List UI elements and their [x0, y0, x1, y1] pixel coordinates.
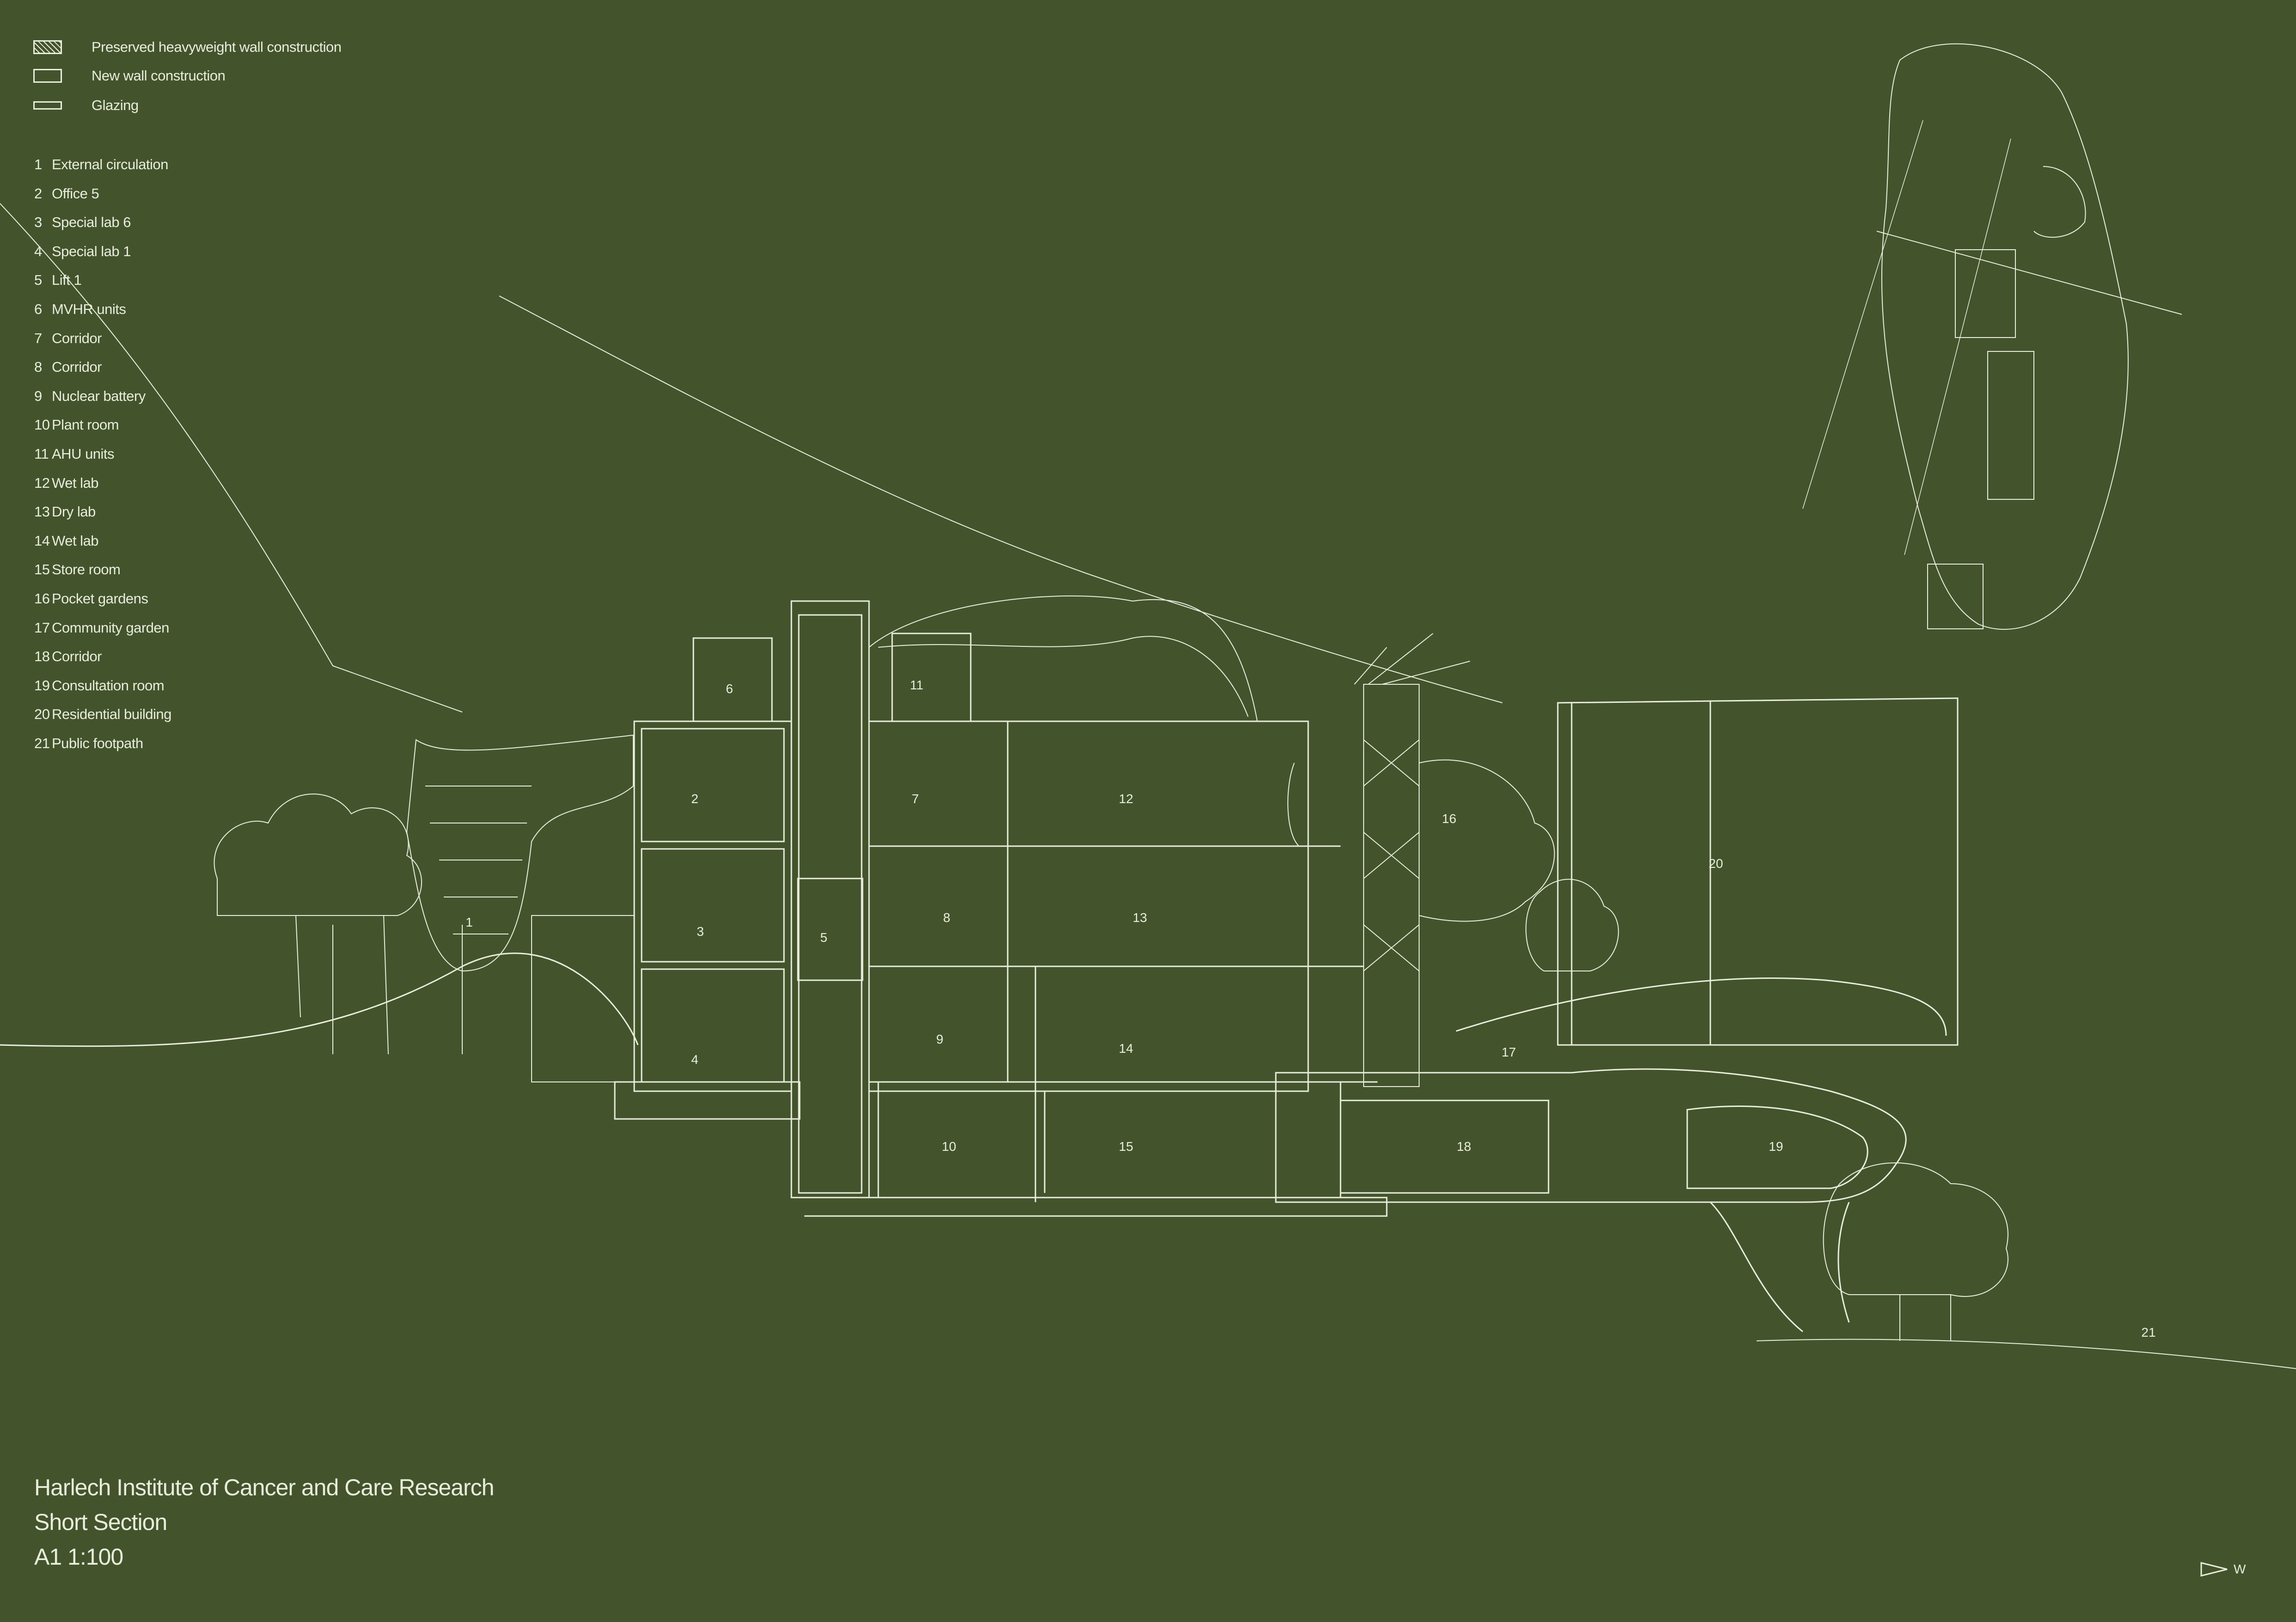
legend-key-label: Preserved heavyweight wall construction: [92, 39, 342, 55]
orientation-label: W: [2234, 1562, 2246, 1576]
drawing-title: Short Section: [34, 1509, 167, 1535]
legend-key-new-wall: New wall construction: [33, 68, 226, 84]
room-tag: 7: [912, 792, 919, 806]
room-tag: 13: [1133, 910, 1147, 925]
project-title: Harlech Institute of Cancer and Care Res…: [34, 1475, 494, 1500]
room-tag: 14: [1119, 1041, 1133, 1056]
room-tag: 12: [1119, 792, 1133, 806]
hatch-swatch: [33, 40, 62, 54]
orientation-arrow-icon: [2200, 1562, 2228, 1577]
legend-key-preserved-wall: Preserved heavyweight wall construction: [33, 39, 342, 55]
legend-key-label: Glazing: [92, 97, 139, 113]
glaze-swatch: [33, 101, 62, 110]
room-tag: 1: [465, 915, 473, 929]
site-line-lower: [0, 203, 463, 713]
building-west-block: [531, 720, 801, 1120]
room-tag: 16: [1442, 811, 1457, 826]
ground-line: [0, 952, 639, 1047]
legend-key-label: New wall construction: [92, 68, 226, 84]
room-tag: 6: [726, 682, 733, 696]
building-central-block: [804, 720, 1388, 1217]
room-tag: 20: [1708, 856, 1723, 871]
site-line-upper: [499, 295, 1503, 703]
ahu-box: [891, 633, 972, 722]
ground-line-east: [1456, 977, 1947, 1036]
mvhr-box: [692, 637, 773, 722]
room-tag: 15: [1119, 1139, 1133, 1154]
title-block: Harlech Institute of Cancer and Care Res…: [34, 1470, 494, 1574]
room-tag: 9: [936, 1032, 943, 1046]
canopy-external-circulation: [406, 734, 634, 972]
green-roof: [869, 595, 1258, 722]
room-tag: 4: [691, 1052, 698, 1067]
orientation-indicator: W: [2200, 1561, 2246, 1578]
trees-left: [214, 793, 463, 1055]
room-tag: 18: [1457, 1139, 1471, 1154]
legend-key-glazing: Glazing: [33, 97, 139, 114]
lift-core: [790, 600, 870, 1198]
room-tag: 21: [2141, 1325, 2156, 1339]
room-tag: 11: [910, 678, 924, 692]
trees-right: [1525, 879, 2008, 1341]
room-tag: 19: [1769, 1139, 1783, 1154]
box-swatch: [33, 69, 62, 83]
room-tag: 17: [1501, 1045, 1516, 1059]
residential-building: [1557, 697, 1959, 1046]
room-tag: 3: [697, 924, 704, 939]
drawing-scale: A1 1:100: [34, 1544, 123, 1570]
footpath-line: [1756, 1339, 2296, 1369]
room-tag: 2: [691, 792, 698, 806]
room-tag: 10: [942, 1139, 956, 1154]
building-east-lower: [1275, 1068, 1907, 1333]
room-tag: 8: [943, 910, 950, 925]
site-plan-inset: [1802, 43, 2182, 630]
room-tag: 5: [820, 930, 827, 945]
pocket-gardens-structure: [1287, 633, 1555, 1087]
